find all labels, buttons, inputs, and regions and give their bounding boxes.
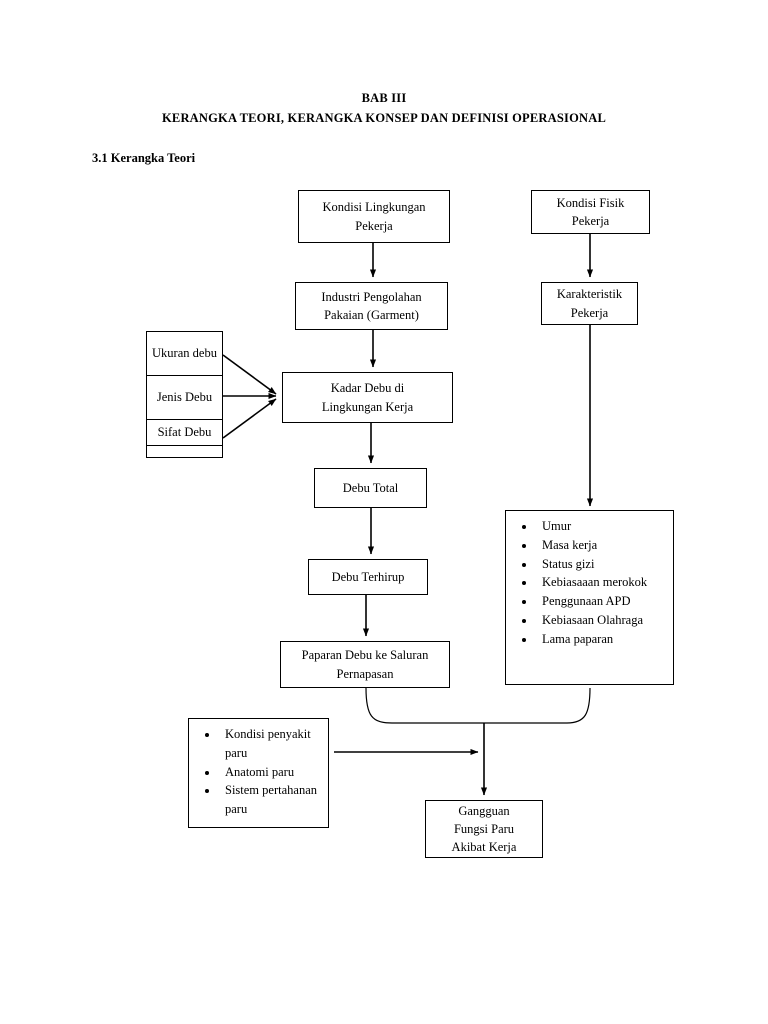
- list-item: Kebiasaan Olahraga: [536, 611, 647, 630]
- node-line: Fungsi Paru: [453, 821, 515, 836]
- node-karakteristik-pekerja[interactable]: Karakteristik Pekerja: [541, 282, 638, 325]
- list-item: Penggunaan APD: [536, 592, 647, 611]
- list-item: Lama paparan: [536, 630, 647, 649]
- node-line: Pernapasan: [336, 666, 394, 681]
- node-line: Kondisi Lingkungan: [322, 200, 426, 215]
- node-line: Debu Total: [342, 480, 399, 495]
- faktor-pekerja-bullets: Umur Masa kerja Status gizi Kebiasaaan m…: [514, 517, 647, 648]
- stack-cell-ukuran-debu[interactable]: Ukuran debu: [147, 332, 222, 376]
- node-debu-terhirup[interactable]: Debu Terhirup: [308, 559, 428, 595]
- node-line: Karakteristik: [556, 287, 623, 302]
- node-line: Gangguan: [458, 803, 510, 818]
- stack-cell-jenis-debu[interactable]: Jenis Debu: [147, 376, 222, 420]
- node-paparan-debu[interactable]: Paparan Debu ke Saluran Pernapasan: [280, 641, 450, 688]
- node-line: Pekerja: [355, 218, 393, 233]
- stack-cell-sifat-debu[interactable]: Sifat Debu: [147, 420, 222, 446]
- stack-cell-label: Ukuran debu: [152, 345, 217, 360]
- faktor-paru-bullets: Kondisi penyakit paru Anatomi paru Siste…: [197, 725, 322, 819]
- node-line: Pakaian (Garment): [324, 308, 419, 322]
- node-line: Debu Terhirup: [331, 569, 405, 584]
- node-line: Akibat Kerja: [451, 840, 517, 855]
- stack-cell-label: Jenis Debu: [156, 389, 213, 404]
- node-kadar-debu[interactable]: Kadar Debu di Lingkungan Kerja: [282, 372, 453, 423]
- node-line: Lingkungan Kerja: [321, 399, 414, 414]
- node-faktor-pekerja-list[interactable]: Umur Masa kerja Status gizi Kebiasaaan m…: [505, 510, 674, 685]
- edge-merge-curve: [365, 687, 591, 724]
- list-item: Status gizi: [536, 555, 647, 574]
- node-industri-pengolahan-pakaian[interactable]: Industri Pengolahan Pakaian (Garment): [295, 282, 448, 330]
- node-gangguan-fungsi-paru[interactable]: Gangguan Fungsi Paru Akibat Kerja: [425, 800, 543, 858]
- node-debu-total[interactable]: Debu Total: [314, 468, 427, 508]
- node-line: Kondisi Fisik: [556, 195, 625, 210]
- stack-cell-empty: [147, 446, 222, 457]
- stack-cell-label: Sifat Debu: [157, 424, 212, 439]
- section-title: 3.1 Kerangka Teori: [92, 151, 196, 165]
- node-kondisi-fisik-pekerja[interactable]: Kondisi Fisik Pekerja: [531, 190, 650, 234]
- node-faktor-paru-list[interactable]: Kondisi penyakit paru Anatomi paru Siste…: [188, 718, 329, 828]
- list-item: Masa kerja: [536, 536, 647, 555]
- edge-ukurandebu-to-kadar: [222, 354, 277, 395]
- node-line: Paparan Debu ke Saluran: [301, 648, 429, 663]
- list-item: Kondisi penyakit paru: [219, 725, 322, 763]
- node-sifat-debu-stack[interactable]: Ukuran debu Jenis Debu Sifat Debu: [146, 331, 223, 458]
- chapter-subheading: KERANGKA TEORI, KERANGKA KONSEP DAN DEFI…: [161, 111, 607, 125]
- node-line: Pekerja: [571, 214, 610, 228]
- node-line: Pekerja: [570, 305, 609, 320]
- node-line: Industri Pengolahan: [321, 289, 422, 304]
- edge-sifatdebu-to-kadar: [222, 398, 277, 439]
- list-item: Umur: [536, 517, 647, 536]
- chapter-heading: BAB III: [361, 91, 407, 105]
- list-item: Kebiasaaan merokok: [536, 573, 647, 592]
- node-kondisi-lingkungan-pekerja[interactable]: Kondisi Lingkungan Pekerja: [298, 190, 450, 243]
- node-line: Kadar Debu di: [330, 381, 405, 396]
- list-item: Sistem pertahanan paru: [219, 781, 322, 819]
- list-item: Anatomi paru: [219, 763, 322, 782]
